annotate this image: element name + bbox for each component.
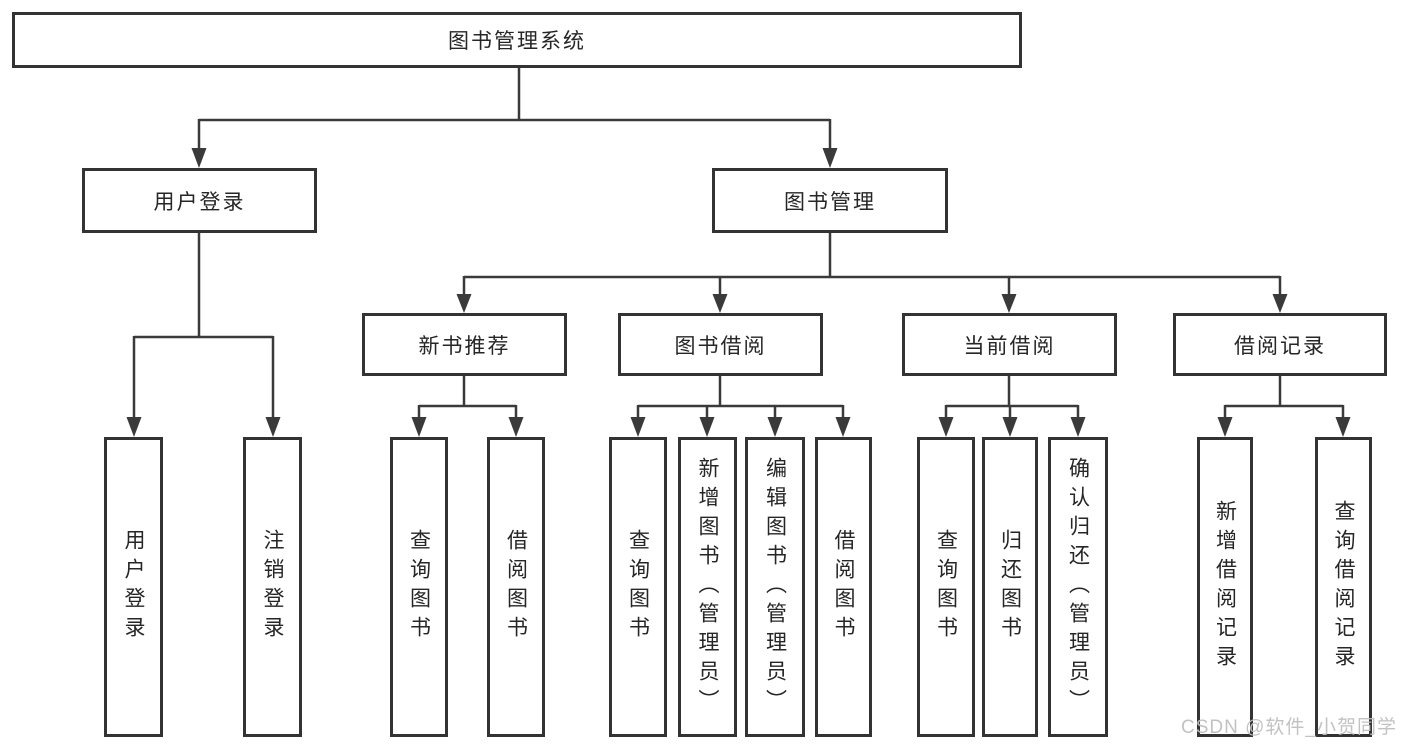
connector-manage-to-level3 [456,233,1288,313]
connector-root-to-level2 [191,68,838,168]
node-book-borrow: 图书借阅 [618,313,823,376]
node-leaf-logout-login: 注销登录 [243,437,302,737]
node-leaf-confirm-return-admin: 确认归还（管理员） [1048,437,1108,737]
connector-current-to-leaves [938,376,1086,437]
connector-recommend-to-leaves [411,376,524,437]
node-user-login: 用户登录 [82,168,317,233]
node-leaf-borrow-books-recommend: 借阅图书 [487,437,545,737]
node-root: 图书管理系统 [12,12,1022,68]
node-leaf-borrow-books: 借阅图书 [815,437,872,737]
node-leaf-add-borrow-record: 新增借阅记录 [1197,437,1253,737]
node-leaf-query-books-recommend: 查询图书 [390,437,448,737]
connector-login-to-leaves [126,233,281,437]
node-borrow-records: 借阅记录 [1173,313,1387,376]
watermark: CSDN @软件_小贺同学 [1181,717,1397,738]
node-new-book-recommend: 新书推荐 [362,313,567,376]
node-leaf-return-books: 归还图书 [982,437,1038,737]
node-current-borrow: 当前借阅 [902,313,1117,376]
node-leaf-query-books-borrow: 查询图书 [609,437,667,737]
connector-records-to-leaves [1217,376,1351,437]
node-leaf-query-borrow-record: 查询借阅记录 [1315,437,1372,737]
node-leaf-query-books-current: 查询图书 [917,437,975,737]
node-leaf-add-books-admin: 新增图书（管理员） [678,437,737,737]
node-leaf-edit-books-admin: 编辑图书（管理员） [745,437,805,737]
connector-borrow-to-leaves [630,376,851,437]
node-book-management: 图书管理 [712,168,948,233]
node-leaf-user-login: 用户登录 [104,437,163,737]
